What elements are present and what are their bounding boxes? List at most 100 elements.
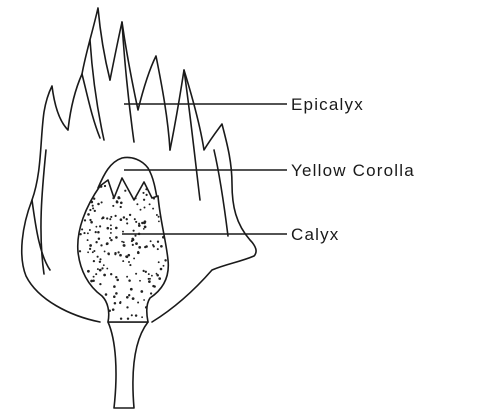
epicalyx-label: Epicalyx bbox=[291, 96, 364, 113]
calyx-dot bbox=[97, 268, 99, 270]
calyx-dot bbox=[144, 207, 146, 209]
calyx-dot bbox=[160, 245, 163, 248]
calyx-dot bbox=[95, 231, 97, 233]
calyx-dot bbox=[101, 267, 103, 269]
calyx-dot bbox=[87, 232, 89, 234]
calyx-dot bbox=[99, 283, 101, 285]
calyx-dot bbox=[129, 264, 131, 266]
calyx-dot bbox=[79, 233, 81, 235]
calyx-dot bbox=[149, 278, 151, 280]
calyx-dot bbox=[97, 256, 99, 258]
calyx-dot bbox=[110, 239, 112, 241]
calyx-dot bbox=[101, 201, 103, 203]
calyx-dot bbox=[101, 218, 103, 220]
calyx-dot bbox=[126, 306, 128, 308]
calyx-dot bbox=[126, 218, 128, 220]
calyx-dot bbox=[89, 244, 92, 247]
calyx-dot bbox=[92, 251, 94, 253]
calyx-dot bbox=[160, 268, 163, 271]
calyx-dot bbox=[135, 221, 137, 223]
calyx-dot bbox=[152, 244, 154, 246]
calyx-dot bbox=[141, 316, 143, 318]
epicalyx-center-left-lobe bbox=[82, 8, 110, 80]
calyx-dot bbox=[126, 276, 128, 278]
calyx-dot bbox=[93, 276, 95, 278]
calyx-dot bbox=[90, 201, 93, 204]
calyx-dot bbox=[122, 260, 124, 262]
calyx-dot bbox=[144, 246, 146, 248]
calyx-dot bbox=[133, 230, 135, 232]
yellow-corolla-label: Yellow Corolla bbox=[291, 162, 415, 179]
calyx-dot bbox=[131, 238, 134, 241]
calyx-dot bbox=[110, 232, 112, 234]
calyx-dot bbox=[99, 258, 101, 260]
calyx-dot bbox=[158, 216, 160, 218]
calyx-dot bbox=[100, 185, 103, 188]
calyx-dot bbox=[135, 242, 138, 245]
calyx-dot bbox=[115, 227, 118, 230]
calyx-dot bbox=[99, 261, 101, 263]
calyx-dot bbox=[132, 244, 134, 246]
calyx-dot bbox=[158, 261, 160, 263]
calyx-dot bbox=[143, 199, 145, 201]
calyx-dot bbox=[115, 236, 118, 239]
calyx-dot bbox=[115, 215, 117, 217]
calyx-dot bbox=[126, 296, 129, 299]
calyx-dot bbox=[112, 308, 115, 311]
calyx-dot bbox=[116, 200, 118, 202]
calyx-dot bbox=[92, 205, 94, 207]
calyx-dot bbox=[135, 273, 137, 275]
calyx-dot bbox=[108, 309, 111, 312]
calyx-dot bbox=[150, 240, 152, 242]
calyx-dot bbox=[122, 231, 124, 233]
calyx-dot bbox=[87, 239, 89, 241]
calyx-dot bbox=[131, 314, 133, 316]
calyx-dot bbox=[152, 285, 154, 287]
calyx-dot bbox=[120, 301, 122, 303]
calyx-dot bbox=[93, 198, 95, 200]
calyx-dot bbox=[140, 209, 142, 211]
calyx-dot bbox=[123, 216, 125, 218]
calyx-dot bbox=[97, 203, 100, 206]
calyx-dot bbox=[89, 229, 91, 231]
calyx-dot bbox=[124, 190, 126, 192]
calyx-dot bbox=[128, 254, 131, 257]
calyx-dot bbox=[143, 222, 146, 225]
calyx-dot bbox=[132, 297, 135, 300]
calyx-dot bbox=[136, 203, 138, 205]
calyx-dot bbox=[112, 205, 114, 207]
calyx-dot bbox=[109, 218, 111, 220]
calyx-dot bbox=[103, 274, 106, 277]
calyx-outline bbox=[78, 178, 169, 322]
calyx-dot bbox=[95, 241, 97, 243]
calyx-dot bbox=[119, 254, 122, 257]
calyx-dot bbox=[115, 292, 118, 295]
calyx-dot bbox=[139, 280, 141, 282]
calyx-dot bbox=[92, 207, 94, 209]
calyx-dot bbox=[112, 197, 114, 199]
stem-outline bbox=[108, 322, 148, 408]
calyx-dot bbox=[164, 259, 166, 261]
calyx-dot bbox=[90, 221, 93, 224]
calyx-dot bbox=[87, 213, 90, 216]
calyx-dot bbox=[79, 250, 81, 252]
calyx-dot bbox=[110, 273, 112, 275]
calyx-dot bbox=[113, 285, 116, 288]
calyx-dot bbox=[148, 273, 150, 275]
calyx-dot bbox=[137, 301, 139, 303]
calyx-dot bbox=[104, 185, 106, 187]
calyx-dot bbox=[89, 209, 91, 211]
epicalyx-left-bract bbox=[22, 74, 100, 322]
calyx-dot bbox=[84, 219, 86, 221]
calyx-dot bbox=[99, 225, 101, 227]
calyx-dot bbox=[98, 237, 100, 239]
calyx-dot bbox=[110, 228, 112, 230]
calyx bbox=[78, 178, 169, 322]
calyx-dot bbox=[120, 206, 122, 208]
calyx-dot bbox=[143, 270, 145, 272]
calyx-dot bbox=[138, 224, 141, 227]
calyx-dot bbox=[133, 257, 135, 259]
calyx-dot bbox=[113, 295, 116, 298]
calyx-dot bbox=[138, 246, 141, 249]
